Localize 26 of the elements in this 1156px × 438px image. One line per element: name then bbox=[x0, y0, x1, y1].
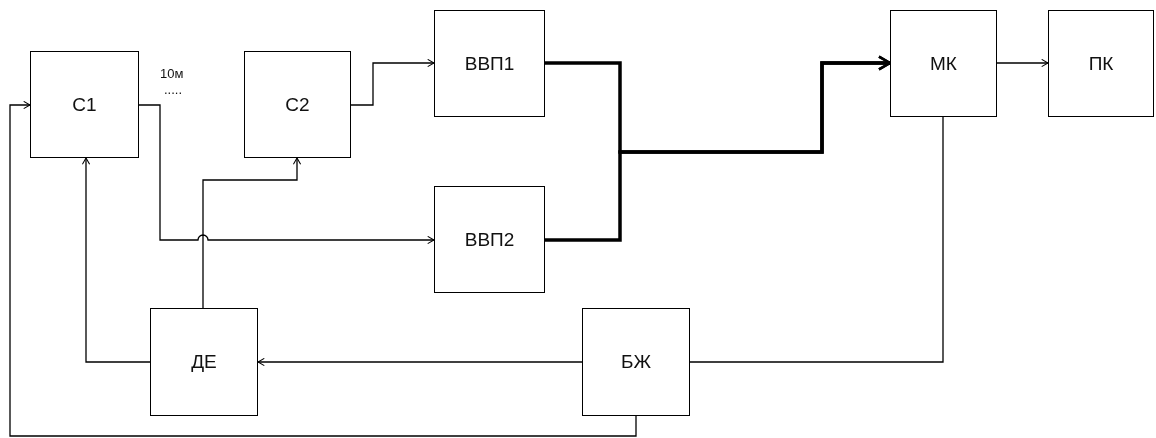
block-box bbox=[1048, 10, 1154, 117]
block-label: С2 bbox=[285, 93, 310, 116]
arrow bbox=[257, 357, 583, 367]
arrow bbox=[545, 55, 892, 242]
block-label: ВВП2 bbox=[464, 228, 515, 251]
block-box bbox=[582, 308, 690, 416]
arrow bbox=[350, 58, 435, 106]
arrow bbox=[996, 58, 1049, 68]
block-box bbox=[434, 186, 545, 293]
ellipsis-label: ..... bbox=[164, 82, 183, 97]
block-label: МК bbox=[930, 52, 957, 75]
arrow bbox=[202, 157, 302, 309]
arrow bbox=[138, 104, 435, 245]
block-box bbox=[434, 10, 545, 117]
block-label: БЖ bbox=[621, 351, 651, 373]
block-box bbox=[244, 51, 351, 158]
arrow bbox=[9, 100, 637, 437]
dimension-label: 10м bbox=[160, 66, 184, 81]
block-label: ВВП1 bbox=[464, 52, 515, 75]
block-label: ДЕ bbox=[191, 351, 217, 373]
block-label: С1 bbox=[72, 93, 97, 116]
block-label: ПК bbox=[1088, 52, 1114, 75]
arrow bbox=[81, 157, 151, 363]
block-box bbox=[890, 10, 997, 117]
block-box bbox=[30, 51, 139, 158]
block-box bbox=[150, 308, 258, 416]
